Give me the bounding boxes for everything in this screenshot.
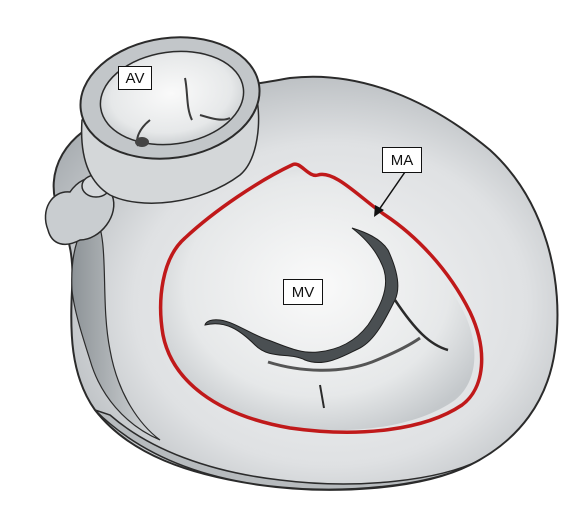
- aortic-coronary-hole: [135, 137, 149, 147]
- mv-label: MV: [283, 279, 323, 305]
- av-label: AV: [118, 66, 152, 90]
- ma-label: MA: [382, 147, 422, 173]
